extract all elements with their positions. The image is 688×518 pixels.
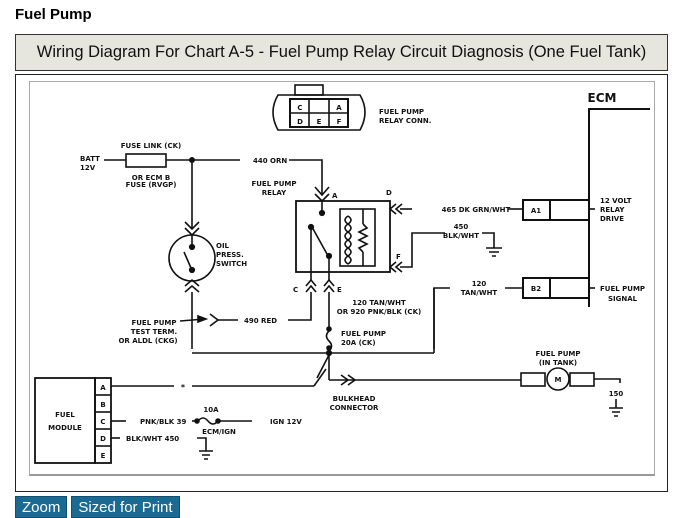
ground-icon [486, 247, 502, 257]
relay-pin-f: F [396, 253, 401, 261]
module-pin-e: E [101, 452, 106, 460]
relay-pin-d: D [386, 189, 392, 197]
relay-pin-c: C [293, 286, 298, 294]
sized-for-print-button[interactable]: Sized for Print [71, 496, 180, 518]
conn-pin-f: F [337, 118, 342, 126]
wire-465-label: 465 DK GRN/WHT [442, 206, 511, 214]
connector-label-1: FUEL PUMP [379, 108, 424, 116]
wire-39-label: PNK/BLK 39 [140, 418, 186, 426]
fuse-link-alt-1: OR ECM B [132, 174, 170, 182]
relay-pin-e: E [337, 286, 342, 294]
relay-label-1: FUEL PUMP [251, 180, 296, 188]
fuse-link-label: FUSE LINK (CK) [121, 142, 181, 150]
wire-450-module-label: BLK/WHT 450 [126, 435, 179, 443]
wire-490-label: 490 RED [244, 317, 277, 325]
fuse-20a-label-2: 20A (CK) [341, 339, 376, 347]
oil-switch-label-1: OIL [216, 242, 230, 250]
wire-450-label-1: 450 [454, 223, 469, 231]
motor-label: M [555, 376, 562, 384]
ecm-pin-a1 [522, 199, 551, 221]
wire-120-920-label-2: OR 920 PNK/BLK (CK) [337, 308, 421, 316]
fuse-20a-label-1: FUEL PUMP [341, 330, 386, 338]
relay-icon [295, 200, 391, 273]
conn-pin-e: E [317, 118, 322, 126]
fuse-link-alt-2: FUSE (RVGP) [126, 181, 177, 189]
fuel-module-label-1: FUEL [55, 411, 75, 419]
module-pin-a: A [100, 384, 106, 392]
test-term-label-2: TEST TERM. [131, 328, 177, 336]
ground-icon [199, 450, 213, 460]
fuel-pump-tank-label-2: (IN TANK) [539, 359, 577, 367]
relay-connector-icon [272, 84, 366, 131]
ign-label: IGN 12V [270, 418, 302, 426]
ecm-a1-label: A1 [531, 207, 541, 215]
ecm-pin-b2 [522, 277, 551, 299]
button-row: Zoom Sized for Print [15, 496, 180, 518]
caption-text: Wiring Diagram For Chart A-5 - Fuel Pump… [36, 43, 647, 61]
relay-label-2: RELAY [262, 189, 287, 197]
test-term-label-1: FUEL PUMP [131, 319, 176, 327]
fuel-module-icon [34, 377, 96, 464]
ecm-a1-desc-3: DRIVE [600, 215, 624, 223]
ecm-b2-label: B2 [531, 285, 541, 293]
conn-pin-a: A [336, 104, 342, 112]
wiring-diagram-svg: C A D E F FUEL PUMP RELAY CONN. BATT 12V… [34, 84, 650, 464]
page-heading: Fuel Pump [15, 6, 92, 23]
connector-label-2: RELAY CONN. [379, 117, 431, 125]
fuel-pump-tank-label-1: FUEL PUMP [535, 350, 580, 358]
ecm-b2-desc-2: SIGNAL [608, 295, 638, 303]
fuse-10a-rating: 10A [203, 406, 219, 414]
bulkhead-label-1: BULKHEAD [333, 395, 376, 403]
batt-label-2: 12V [80, 164, 96, 172]
diagram-caption: Wiring Diagram For Chart A-5 - Fuel Pump… [15, 34, 668, 71]
conn-pin-c: C [297, 104, 302, 112]
fuse-link-icon [125, 153, 167, 168]
pump-ground-label: 150 [609, 390, 624, 398]
fuse-10a-icon [197, 417, 219, 425]
test-term-label-3: OR ALDL (CKG) [118, 337, 177, 345]
ecm-title: ECM [588, 91, 617, 105]
figure-container: C A D E F FUEL PUMP RELAY CONN. BATT 12V… [15, 74, 668, 492]
wire-120-920-label-1: 120 TAN/WHT [352, 299, 406, 307]
module-pin-d: D [100, 435, 106, 443]
wire-450-label-2: BLK/WHT [443, 232, 479, 240]
wire-120-label-2: TAN/WHT [461, 289, 498, 297]
relay-pin-a: A [332, 192, 338, 200]
zoom-button[interactable]: Zoom [15, 496, 68, 518]
batt-label-1: BATT [80, 155, 100, 163]
oil-switch-label-2: PRESS. [216, 251, 244, 259]
ecm-a1-desc-2: RELAY [600, 206, 625, 214]
bulkhead-label-2: CONNECTOR [330, 404, 379, 412]
wire-440-label: 440 ORN [253, 157, 287, 165]
star-marker: * [181, 383, 186, 392]
fuse-10a-name: ECM/IGN [202, 428, 236, 436]
module-pin-c: C [100, 418, 105, 426]
oil-switch-label-3: SWITCH [216, 260, 247, 268]
wire-120-label-1: 120 [472, 280, 487, 288]
fuel-module-label-2: MODULE [48, 424, 82, 432]
ecm-b2-desc-1: FUEL PUMP [600, 285, 645, 293]
ground-icon [609, 399, 623, 417]
module-pin-b: B [100, 401, 105, 409]
conn-pin-d: D [297, 118, 303, 126]
wiring-diagram[interactable]: C A D E F FUEL PUMP RELAY CONN. BATT 12V… [29, 81, 655, 476]
ecm-a1-desc-1: 12 VOLT [600, 197, 632, 205]
